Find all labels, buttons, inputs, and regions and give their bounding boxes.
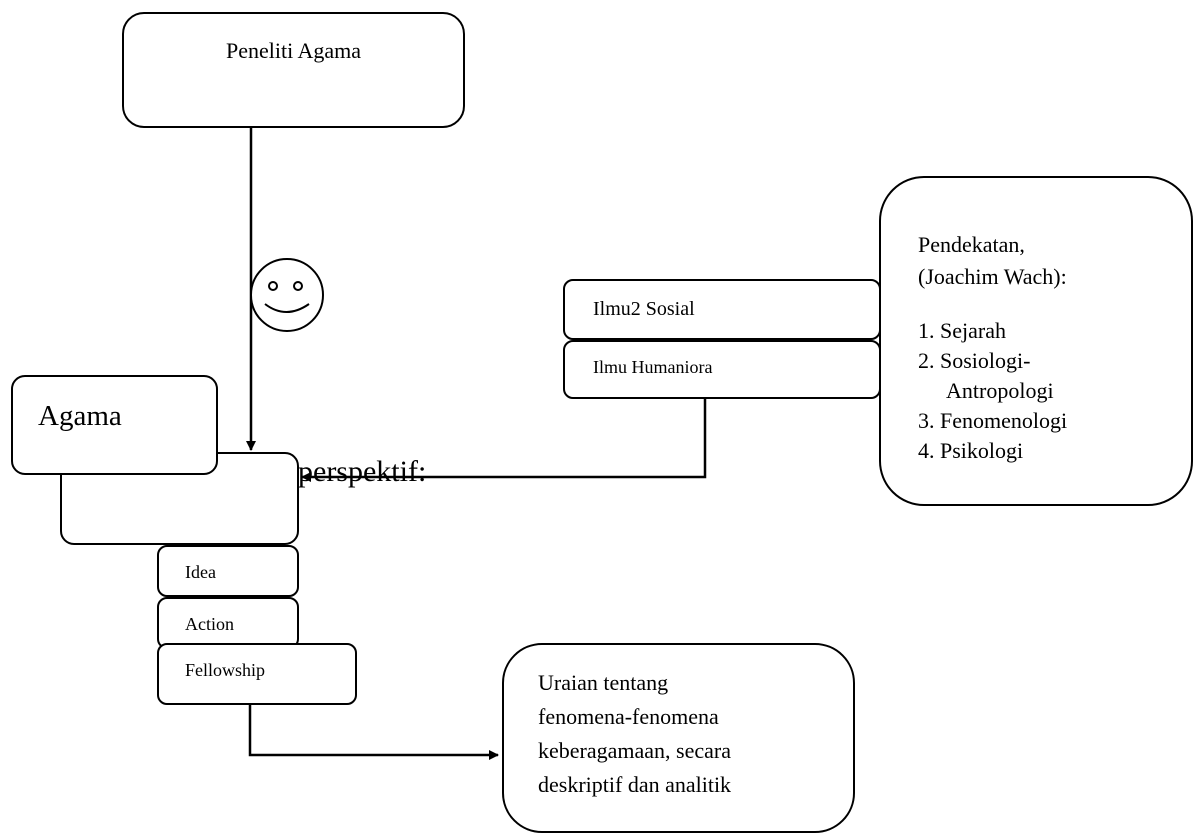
perspective-label: perspektif: [298,455,427,488]
approach-item: 1. Sejarah [918,318,1006,343]
dimension-fellowship-label: Fellowship [185,660,266,680]
arrow-sciences-to-perspective [301,398,707,482]
result-line: fenomena-fenomena [538,704,719,729]
approach-item-continuation: Antropologi [946,378,1054,403]
dimension-action-box [157,597,299,649]
result-line: Uraian tentang [538,670,669,695]
arrow-fellowship-to-result [248,705,499,760]
approach-title-line2: (Joachim Wach): [918,264,1067,289]
science-humanities-box [563,340,881,399]
result-box [502,643,855,833]
result-line: deskriptif dan analitik [538,772,732,797]
smiley-face-icon [250,258,324,332]
result-text: Uraian tentang fenomena-fenomena keberag… [538,666,838,812]
science-social-box [563,279,881,340]
approach-list: 1. Sejarah 2. Sosiologi- Antropologi 3. … [918,316,1067,466]
approach-title-line1: Pendekatan, [918,232,1025,257]
dimension-idea-box [157,545,299,597]
science-humanities-label: Ilmu Humaniora [593,357,713,377]
science-social-label: Ilmu2 Sosial [593,298,695,320]
approach-item: 3. Fenomenologi [918,408,1068,433]
approach-box [879,176,1193,506]
religion-box [11,375,218,475]
result-line: keberagamaan, secara [538,738,731,763]
researcher-box [122,12,465,128]
dimension-idea-label: Idea [185,562,216,582]
approach-item: 4. Psikologi [918,438,1024,463]
dimension-fellowship-box [157,643,357,705]
religion-label: Agama [38,400,122,432]
approach-item: 2. Sosiologi- [918,348,1031,373]
researcher-label: Peneliti Agama [225,38,362,63]
dimension-action-label: Action [185,614,234,634]
